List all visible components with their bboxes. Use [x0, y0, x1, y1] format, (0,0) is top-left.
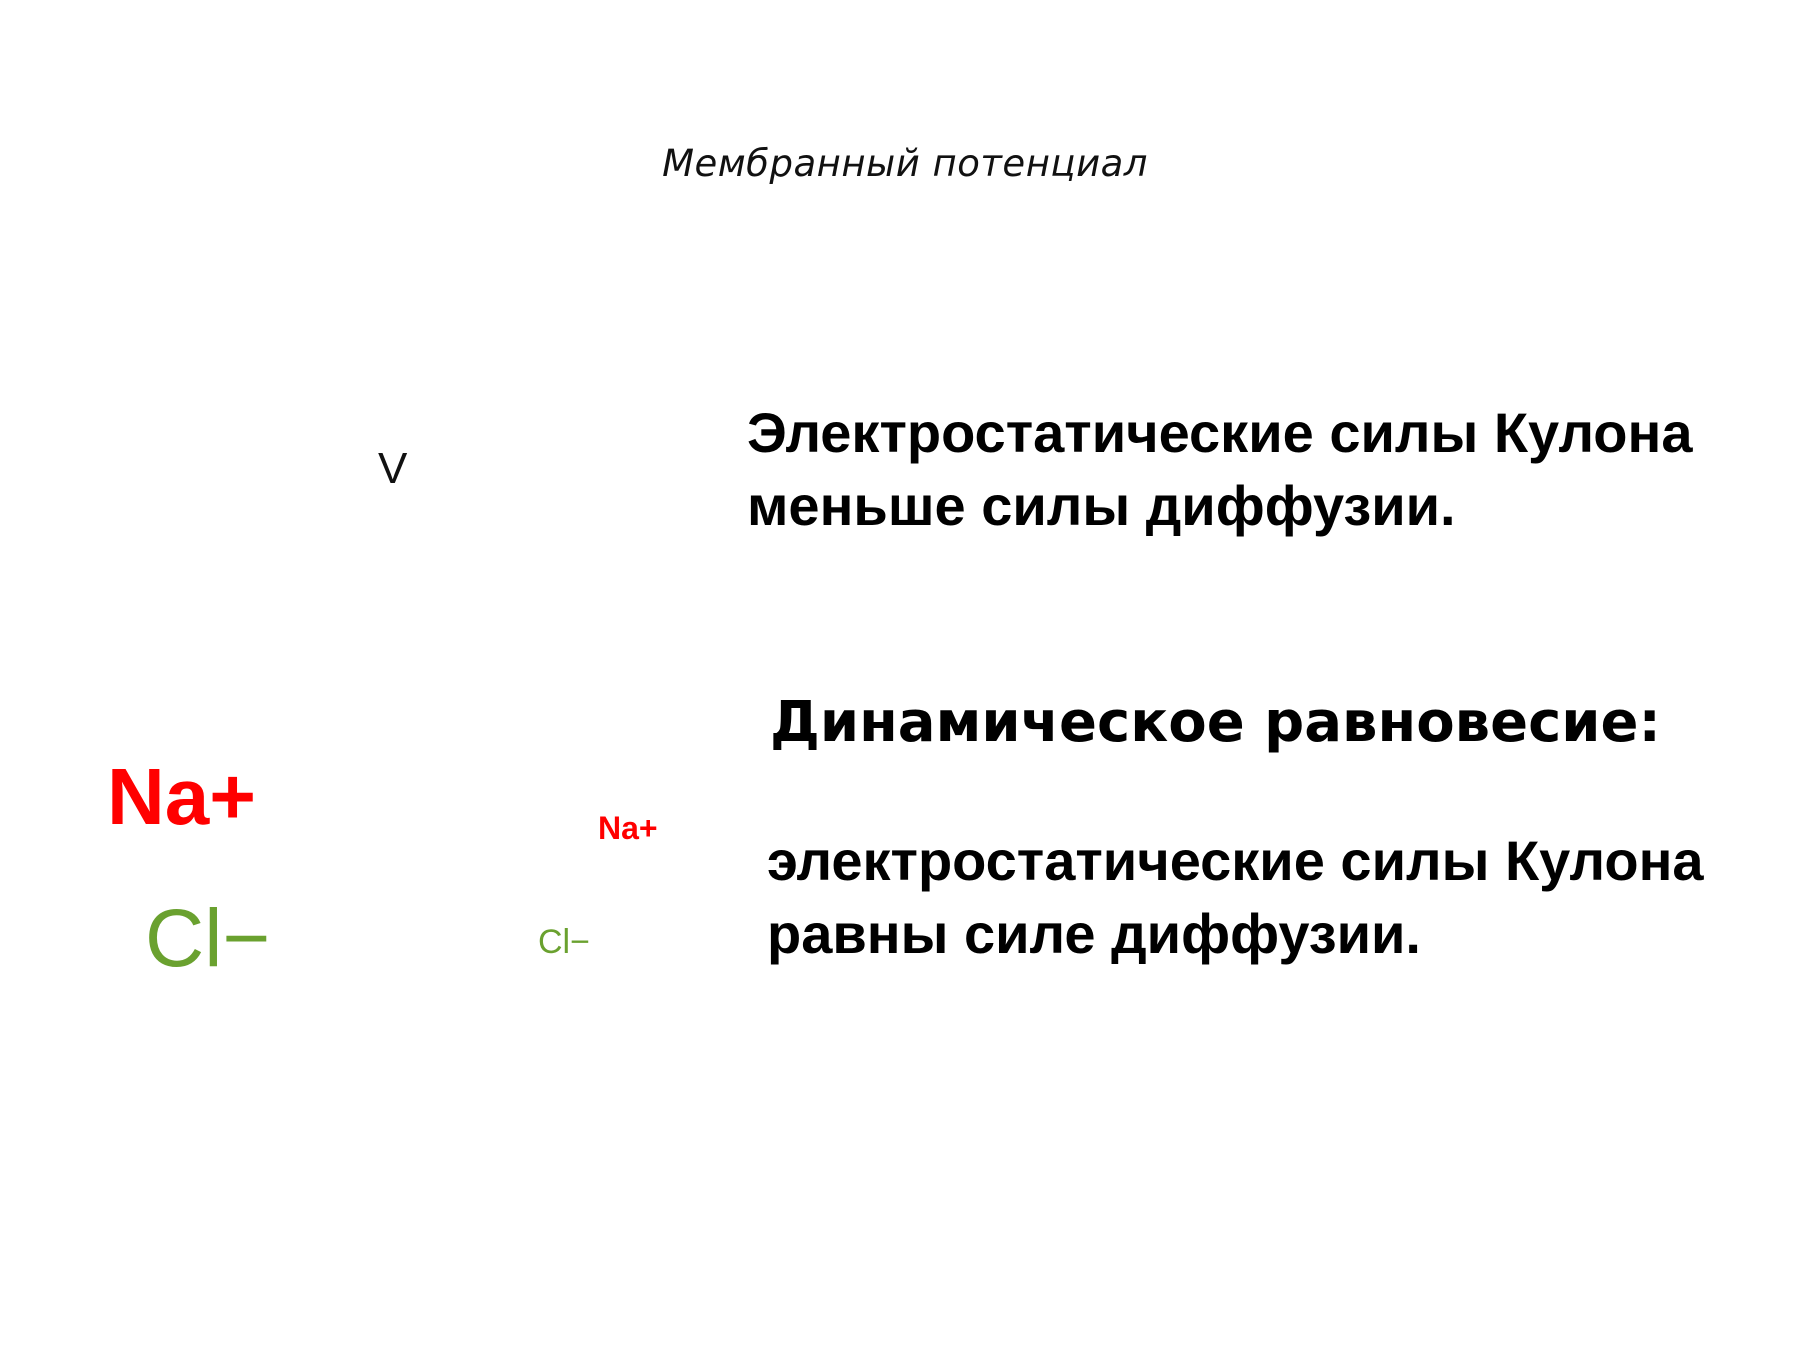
statement-coulomb-less-than-diffusion: Электростатические силы Кулона меньше си…	[747, 396, 1692, 542]
slide-title: Мембранный потенциал	[662, 142, 1148, 185]
statement-2-line-1: электростатические силы Кулона	[767, 829, 1704, 892]
chloride-ion-large: Cl−	[145, 893, 271, 984]
sodium-ion-large: Na+	[107, 752, 256, 841]
statement-1-line-2: меньше силы диффузии.	[747, 474, 1456, 537]
dynamic-equilibrium-heading: Динамическое равновесие:	[770, 690, 1661, 755]
voltage-symbol: V	[378, 444, 408, 493]
chloride-ion-small: Cl−	[538, 923, 590, 961]
statement-2-line-2: равны силе диффузии.	[767, 902, 1421, 965]
statement-coulomb-equals-diffusion: электростатические силы Кулона равны сил…	[767, 824, 1704, 970]
statement-1-line-1: Электростатические силы Кулона	[747, 401, 1693, 464]
sodium-ion-small: Na+	[598, 810, 658, 846]
